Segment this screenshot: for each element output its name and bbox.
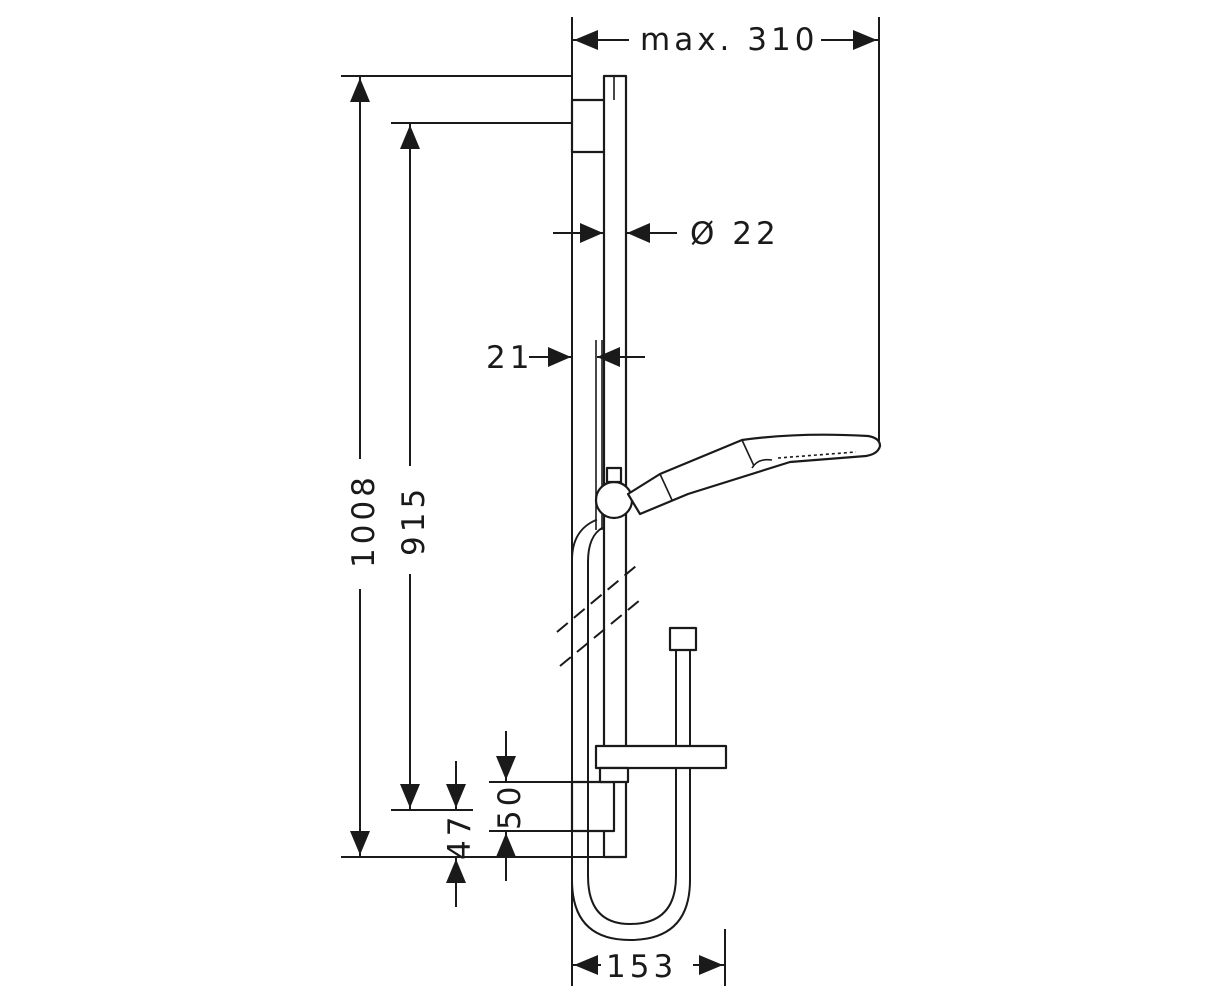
dim-bottom-bracket: 47 <box>442 761 478 907</box>
label-mount-spacing: 915 <box>396 485 432 556</box>
label-wall-gap: 21 <box>486 340 533 376</box>
dim-max-reach: max. 310 <box>573 22 878 58</box>
dim-bracket-height: 50 <box>492 731 528 881</box>
label-bracket-height: 50 <box>492 783 528 830</box>
label-total-height: 1008 <box>346 473 382 568</box>
label-max-reach: max. 310 <box>640 22 818 58</box>
dim-wall-gap: 21 <box>486 340 645 376</box>
dim-hose-loop-width: 153 <box>573 949 724 985</box>
hand-shower <box>626 433 882 516</box>
dim-bar-diameter: Ø 22 <box>553 216 780 252</box>
label-bar-diameter: Ø 22 <box>690 216 780 252</box>
hose-connector <box>668 626 698 652</box>
slider-knob <box>594 480 634 520</box>
dim-total-height: 1008 <box>346 77 382 856</box>
shower-rail <box>556 74 882 942</box>
shower-shelf <box>594 744 728 770</box>
label-hose-loop-width: 153 <box>606 949 677 985</box>
label-bottom-bracket: 47 <box>442 813 478 860</box>
bottom-wall-bracket <box>570 780 616 833</box>
dim-mount-spacing: 915 <box>396 124 432 809</box>
